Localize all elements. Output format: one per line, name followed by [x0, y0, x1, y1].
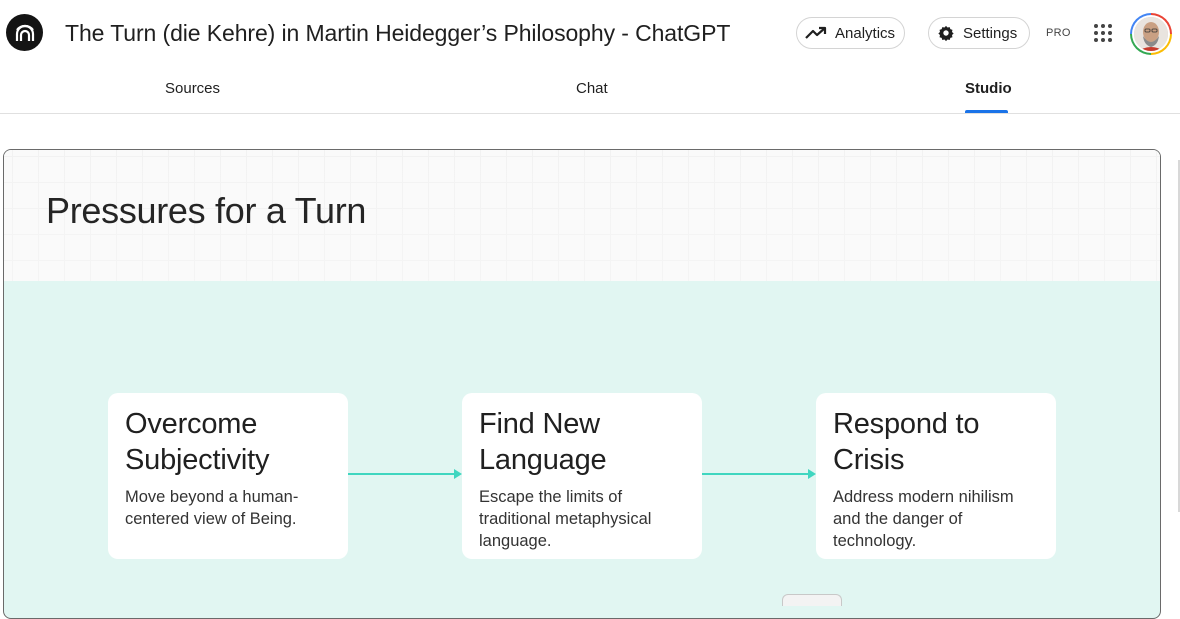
card-description: Move beyond a human- centered view of Be… — [125, 488, 299, 528]
flow-card-find-new-language: Find New Language Escape the limits of t… — [462, 393, 702, 559]
flow-arrow-icon — [702, 469, 816, 479]
flow-arrow-icon — [348, 469, 462, 479]
card-title: Find New Language — [479, 408, 607, 476]
slide-preview: Pressures for a Turn Overcome Subjectivi… — [3, 149, 1161, 619]
settings-label: Settings — [963, 24, 1018, 42]
slide-title: Pressures for a Turn — [46, 190, 367, 231]
analytics-label: Analytics — [835, 24, 896, 42]
trending-up-icon — [805, 26, 827, 40]
active-tab-indicator — [965, 110, 1008, 113]
main-tabs: Sources Chat Studio — [0, 66, 1180, 114]
analytics-button[interactable]: Analytics — [796, 17, 905, 49]
apps-grid-icon[interactable] — [1093, 23, 1113, 43]
slide-controls-handle[interactable] — [782, 594, 842, 606]
flow-card-respond-to-crisis: Respond to Crisis Address modern nihilis… — [816, 393, 1056, 559]
top-bar: The Turn (die Kehre) in Martin Heidegger… — [0, 0, 1180, 66]
tab-studio[interactable]: Studio — [965, 80, 1012, 97]
tab-chat[interactable]: Chat — [576, 80, 608, 97]
notebook-logo-icon[interactable] — [6, 14, 43, 51]
settings-button[interactable]: Settings — [928, 17, 1030, 49]
flow-card-overcome-subjectivity: Overcome Subjectivity Move beyond a huma… — [108, 393, 348, 559]
card-description: Address modern nihilism and the danger o… — [833, 488, 1014, 550]
plan-badge: PRO — [1046, 27, 1071, 39]
card-title: Overcome Subjectivity — [125, 408, 270, 476]
notebook-title[interactable]: The Turn (die Kehre) in Martin Heidegger… — [65, 20, 731, 46]
tab-sources[interactable]: Sources — [165, 80, 221, 97]
card-description: Escape the limits of traditional metaphy… — [479, 488, 652, 550]
scrollbar-track[interactable] — [1178, 160, 1180, 512]
user-avatar[interactable] — [1130, 13, 1172, 55]
gear-icon — [937, 24, 955, 42]
card-title: Respond to Crisis — [833, 408, 980, 476]
